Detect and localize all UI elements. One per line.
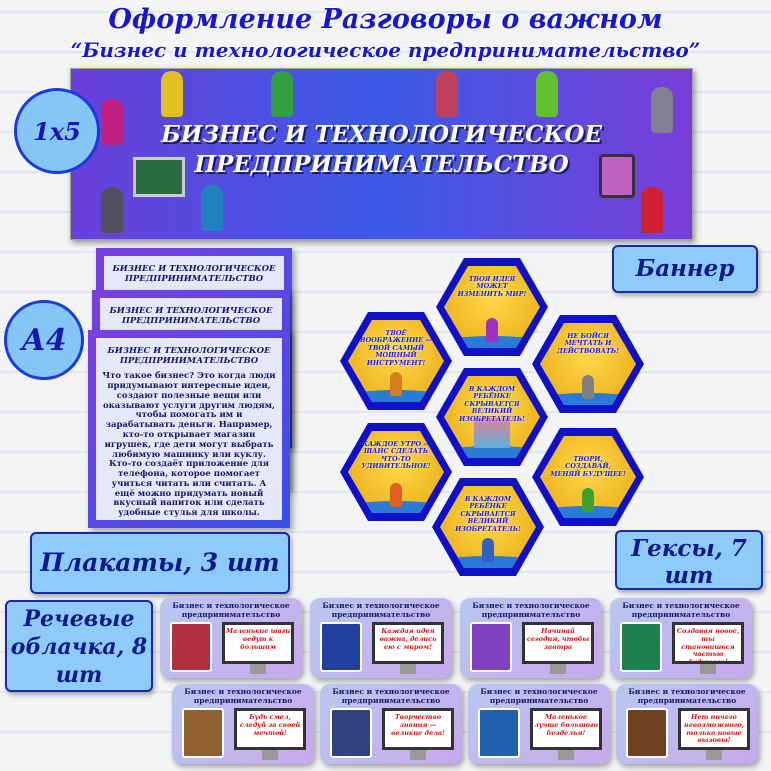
speech-bubble: Бизнес и технологическое предприниматель… xyxy=(160,598,302,678)
character-photo xyxy=(170,622,212,672)
bubble-quote: Каждая идея важна, делись ею с миром! xyxy=(372,622,444,664)
page-subtitle: “Бизнес и технологическое предпринимател… xyxy=(70,38,701,62)
kid-figure xyxy=(486,318,498,342)
bubble-heading: Бизнес и технологическое предприниматель… xyxy=(322,601,440,620)
hex-card: ТВОЁ ВООБРАЖЕНИЕ — ТВОЙ САМЫЙ МОЩНЫЙ ИНС… xyxy=(340,312,452,410)
hex-text: В КАЖДОМ РЕБЁНКЕ СКРЫВАЕТСЯ ВЕЛИКИЙ ИЗОБ… xyxy=(459,385,525,423)
hex-card: КАЖДОЕ УТРО — ШАНС СДЕЛАТЬ ЧТО-ТО УДИВИТ… xyxy=(340,423,452,521)
page-title: Оформление Разговоры о важном xyxy=(108,4,663,35)
hex-card: ТВОЯ ИДЕЯ МОЖЕТ ИЗМЕНИТЬ МИР! xyxy=(436,258,548,356)
bubble-quote: Маленькие шаги ведут к большим xyxy=(222,622,294,664)
character-photo xyxy=(470,622,512,672)
poster-heading: БИЗНЕС И ТЕХНОЛОГИЧЕСКОЕ ПРЕДПРИНИМАТЕЛЬ… xyxy=(112,264,276,285)
poster-front: БИЗНЕС И ТЕХНОЛОГИЧЕСКОЕ ПРЕДПРИНИМАТЕЛЬ… xyxy=(88,330,290,528)
speech-bubble: Бизнес и технологическое предприниматель… xyxy=(310,598,452,678)
hex-card: ТВОРИ, СОЗДАВАЙ, МЕНЯЙ БУДУЩЕЕ! xyxy=(532,428,644,526)
hex-text: КАЖДОЕ УТРО — ШАНС СДЕЛАТЬ ЧТО-ТО УДИВИТ… xyxy=(361,440,431,471)
bubble-quote: Маленькое лучше большого безделья! xyxy=(530,708,602,750)
hex-card: НЕ БОЙСЯ МЕЧТАТЬ И ДЕЙСТВОВАТЬ! xyxy=(532,315,644,413)
character-photo xyxy=(330,708,372,758)
hex-card: В КАЖДОМ РЕБЁНКЕ СКРЫВАЕТСЯ ВЕЛИКИЙ ИЗОБ… xyxy=(432,478,544,576)
character-photo xyxy=(320,622,362,672)
format-badge: А4 xyxy=(4,300,84,380)
boy-figure xyxy=(101,187,123,233)
bubble-quote: Творчество знания — великие дела! xyxy=(382,708,454,750)
hex-text: В КАЖДОМ РЕБЁНКЕ СКРЫВАЕТСЯ ВЕЛИКИЙ ИЗОБ… xyxy=(455,495,521,533)
character-photo xyxy=(182,708,224,758)
posters-label: Плакаты, 3 шт xyxy=(30,532,290,594)
girl-figure xyxy=(641,187,663,233)
speech-bubble: Бизнес и технологическое предприниматель… xyxy=(616,684,758,764)
hex-text: ТВОРИ, СОЗДАВАЙ, МЕНЯЙ БУДУЩЕЕ! xyxy=(550,455,626,478)
hex-text: НЕ БОЙСЯ МЕЧТАТЬ И ДЕЙСТВОВАТЬ! xyxy=(557,332,619,355)
poster-body: Что такое бизнес? Это когда люди придумы… xyxy=(102,371,276,519)
character-photo xyxy=(478,708,520,758)
banner-title-line2: ПРЕДПРИНИМАТЕЛЬСТВО xyxy=(194,151,569,178)
bubble-heading: Бизнес и технологическое предприниматель… xyxy=(172,601,290,620)
bubble-quote: Начинай сегодня, чтобы завтра xyxy=(522,622,594,664)
speech-bubble: Бизнес и технологическое предприниматель… xyxy=(172,684,314,764)
poster-heading: БИЗНЕС И ТЕХНОЛОГИЧЕСКОЕ ПРЕДПРИНИМАТЕЛЬ… xyxy=(109,306,273,327)
kid-figure xyxy=(582,488,594,512)
character-photo xyxy=(620,622,662,672)
hex-text: ТВОЯ ИДЕЯ МОЖЕТ ИЗМЕНИТЬ МИР! xyxy=(457,275,527,298)
robot-figure xyxy=(536,71,558,117)
speech-bubble: Бизнес и технологическое предприниматель… xyxy=(468,684,610,764)
laptop-icon xyxy=(133,157,185,197)
banner-title-line1: БИЗНЕС И ТЕХНОЛОГИЧЕСКОЕ xyxy=(161,121,602,148)
hex-card: В КАЖДОМ РЕБЁНКЕ СКРЫВАЕТСЯ ВЕЛИКИЙ ИЗОБ… xyxy=(436,368,548,466)
character-photo xyxy=(626,708,668,758)
bubble-heading: Бизнес и технологическое предприниматель… xyxy=(622,601,740,620)
girl-figure xyxy=(101,99,123,145)
hex-text: ТВОЁ ВООБРАЖЕНИЕ — ТВОЙ САМЫЙ МОЩНЫЙ ИНС… xyxy=(359,329,433,367)
girl-figure xyxy=(436,71,458,117)
bubble-heading: Бизнес и технологическое предприниматель… xyxy=(628,687,746,706)
boy-figure xyxy=(271,71,293,117)
bubbles-label: Речевые облачка, 8 шт xyxy=(5,600,153,692)
speech-bubble: Бизнес и технологическое предприниматель… xyxy=(610,598,752,678)
kid-figure xyxy=(482,538,494,562)
robot-image xyxy=(474,418,510,448)
bubble-heading: Бизнес и технологическое предприниматель… xyxy=(332,687,450,706)
kid-figure xyxy=(390,483,402,507)
bubble-quote: Будь смел, следуй за своей мечтой! xyxy=(234,708,306,750)
bubble-heading: Бизнес и технологическое предприниматель… xyxy=(480,687,598,706)
kid-figure xyxy=(582,375,594,399)
bubble-heading: Бизнес и технологическое предприниматель… xyxy=(472,601,590,620)
girl-figure xyxy=(201,185,223,231)
banner-label: Баннер xyxy=(612,245,758,293)
poster-heading: БИЗНЕС И ТЕХНОЛОГИЧЕСКОЕ ПРЕДПРИНИМАТЕЛЬ… xyxy=(107,346,271,367)
bubble-quote: Создавая новое, ты становишься частью бу… xyxy=(672,622,744,664)
size-badge: 1х5 xyxy=(14,88,100,174)
robot-figure xyxy=(161,71,183,117)
tablet-icon xyxy=(599,154,635,198)
kid-figure xyxy=(390,372,402,396)
boy-figure xyxy=(651,87,673,133)
bubble-quote: Нет ничего невозможного, только новые вы… xyxy=(678,708,750,750)
hexes-label: Гексы, 7 шт xyxy=(615,530,763,590)
speech-bubble: Бизнес и технологическое предприниматель… xyxy=(460,598,602,678)
banner-preview: БИЗНЕС И ТЕХНОЛОГИЧЕСКОЕ ПРЕДПРИНИМАТЕЛЬ… xyxy=(70,68,693,240)
speech-bubble: Бизнес и технологическое предприниматель… xyxy=(320,684,462,764)
bubble-heading: Бизнес и технологическое предприниматель… xyxy=(184,687,302,706)
